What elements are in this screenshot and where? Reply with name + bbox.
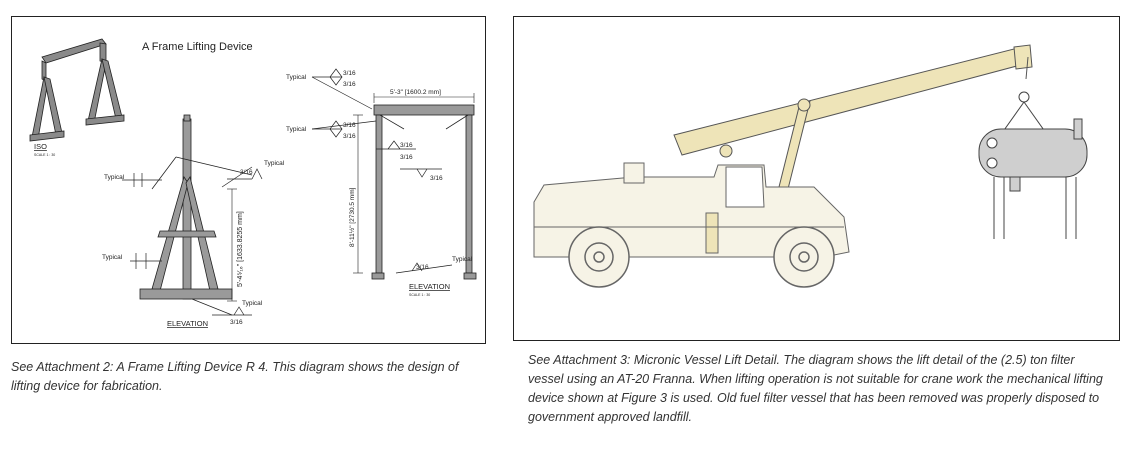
drawing-title: A Frame Lifting Device: [142, 41, 253, 53]
weld-typical-1: Typical: [104, 174, 125, 181]
height-dim-front-label: 5'-4⁵⁄₁₆" [1633.8255 mm]: [237, 211, 244, 287]
weld-typical-6: Typical: [286, 126, 307, 133]
crane-wheels: [568, 226, 835, 288]
weld-typical-5: Typical: [286, 74, 307, 81]
side-elevation-scale: SCALE 1 : 30: [409, 293, 430, 297]
filter-vessel: [978, 118, 1088, 239]
height-dim-front: [227, 188, 237, 302]
weld-size-1: 3/16: [240, 169, 253, 176]
height-dim-side-label: 8'-11½" [2730.5 mm]: [348, 187, 356, 247]
crane-boom: [673, 44, 1033, 156]
width-dim-label: 5'-3" [1600.2 mm]: [390, 89, 441, 96]
side-elevation: [371, 104, 477, 280]
weld-symbols-side: [311, 68, 453, 274]
weld-size-5: 3/16: [343, 122, 356, 129]
weld-size-2: 3/16: [230, 319, 243, 326]
iso-view: [29, 38, 125, 142]
weld-size-9: 3/16: [430, 175, 443, 182]
caption-left: See Attachment 2: A Frame Lifting Device…: [11, 360, 459, 393]
weld-size-4: 3/16: [343, 81, 356, 88]
weld-symbols-front: [122, 166, 263, 316]
crane-lift-drawing: [533, 44, 1088, 288]
iso-label: ISO: [34, 142, 47, 151]
weld-typical-4: Typical: [242, 300, 263, 307]
width-dim-side: [353, 93, 475, 274]
front-elevation-label: ELEVATION: [167, 319, 208, 328]
weld-size-10: 3/16: [416, 264, 429, 271]
side-elevation-label: ELEVATION: [409, 282, 450, 291]
weld-size-7: 3/16: [400, 142, 413, 149]
weld-size-3: 3/16: [343, 70, 356, 77]
front-elevation: [139, 114, 253, 300]
caption-right: See Attachment 3: Micronic Vessel Lift D…: [528, 353, 1103, 424]
crane-lift-panel: [513, 16, 1120, 341]
iso-scale: SCALE 1 : 30: [34, 153, 55, 157]
weld-size-8: 3/16: [400, 154, 413, 161]
weld-size-6: 3/16: [343, 133, 356, 140]
a-frame-drawing: A Frame Lifting Device ISO SCALE 1 : 30: [29, 38, 477, 328]
weld-typical-3: Typical: [102, 254, 123, 261]
hook-and-slings: [1001, 91, 1047, 134]
a-frame-drawing-panel: A Frame Lifting Device ISO SCALE 1 : 30: [11, 16, 486, 344]
weld-typical-2: Typical: [264, 160, 285, 167]
weld-typical-7: Typical: [452, 256, 473, 263]
